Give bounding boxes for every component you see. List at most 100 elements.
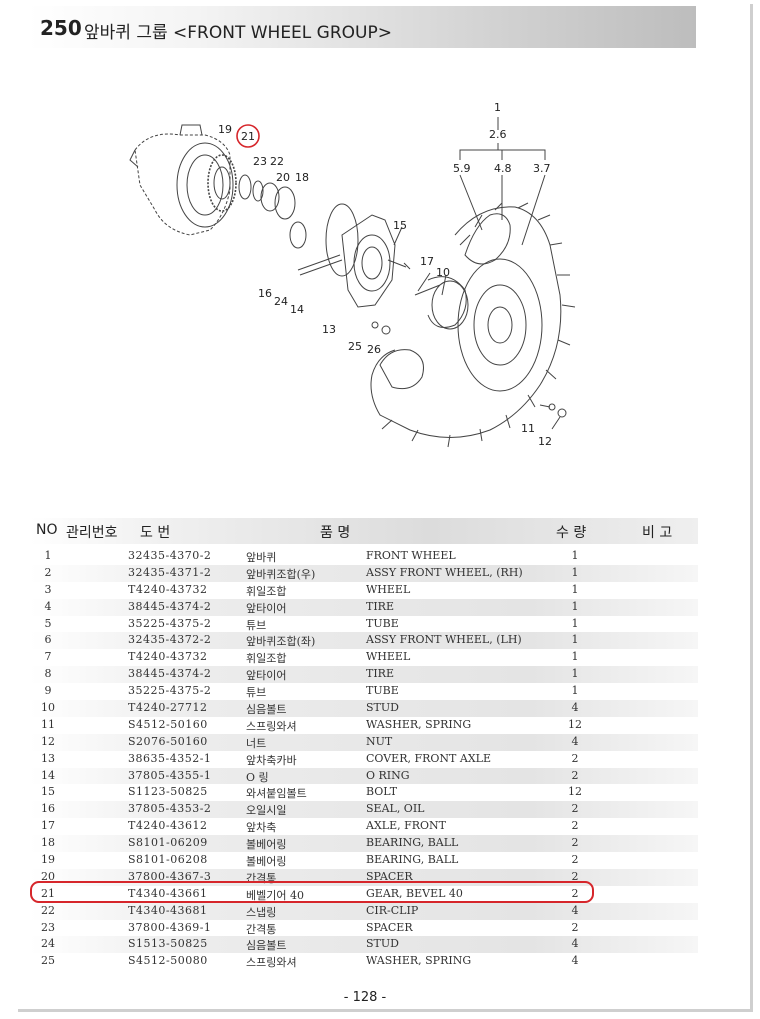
row-no: 1 [44,549,52,562]
part-name-english: TUBE [366,684,399,698]
part-number: S1123-50825 [128,785,208,799]
part-name-english: FRONT WHEEL [366,549,456,562]
diagram-label: 19 [218,123,232,136]
part-number: T4240-43732 [128,582,208,596]
quantity: 4 [571,903,579,917]
part-name-english: BEARING, BALL [366,853,459,867]
page-number: - 128 - [343,990,387,1005]
quantity: 1 [571,684,579,698]
part-name-korean: 튜브 [246,686,267,700]
part-name-korean: 볼베어링 [246,838,287,852]
part-number: T4240-43612 [128,819,208,833]
part-name-korean: 심음볼트 [246,939,287,953]
diagram-label: 21 [241,130,255,143]
part-number: 35225-4375-2 [128,616,212,630]
row-no: 5 [44,616,52,630]
part-number: T4340-43681 [128,903,208,917]
header-name: 품 명 [320,525,351,541]
row-no: 15 [41,785,55,799]
part-name-english: WASHER, SPRING [366,954,472,968]
quantity: 2 [571,869,579,883]
quantity: 12 [568,717,582,731]
row-no: 13 [41,751,55,765]
part-number: S8101-06208 [128,853,208,867]
header-qty: 수 량 [556,525,587,541]
nut-12-drawing [557,408,567,418]
part-number: 35225-4375-2 [128,684,212,698]
part-number: 38445-4374-2 [128,667,212,681]
table-row: 13 38635-4352-1 앞차축카바 COVER, FRONT AXLE 2 [30,751,698,768]
wheel-tire-drawing [370,202,576,448]
part-name-korean: 앞타이어 [246,669,287,683]
part-name-english: TIRE [366,599,394,613]
diagram-label: 16 [258,287,272,300]
diagram-label: 3.7 [533,162,551,175]
bolt-drawing [387,259,411,270]
part-name-korean: 스프링와셔 [246,719,297,733]
o-ring-drawing [325,203,359,277]
quantity: 1 [571,667,579,681]
row-no: 18 [41,836,55,850]
exploded-parts-diagram: 1 2.6 5.9 4.8 3.7 19 21 23 22 20 18 15 1… [129,101,576,448]
part-name-english: STUD [366,701,399,715]
stud-drawing [297,254,343,276]
diagram-label: 26 [367,343,381,356]
quantity: 4 [571,734,579,748]
row-no: 6 [44,633,52,647]
part-name-english: CIR-CLIP [366,903,419,917]
row-no: 19 [41,853,55,867]
part-name-english: WHEEL [366,650,411,664]
quantity: 2 [571,751,579,765]
row-no: 14 [41,768,55,782]
quantity: 2 [571,819,579,833]
part-number: 38635-4352-1 [128,751,212,765]
diagram-label: 4.8 [494,162,512,175]
diagram-label: 24 [274,295,288,308]
quantity: 2 [571,802,579,816]
part-name-english: SPACER [366,920,413,934]
row-no: 12 [41,734,55,748]
diagram-label: 12 [538,435,552,448]
diagram-label: 5.9 [453,162,471,175]
row-no: 9 [44,684,52,698]
diagram-label: 20 [276,171,290,184]
quantity: 4 [571,954,579,968]
diagram-label: 13 [322,323,336,336]
part-number: S2076-50160 [128,734,208,748]
quantity: 1 [571,565,579,579]
row-no: 25 [41,954,55,968]
part-name-english: ASSY FRONT WHEEL, (LH) [366,633,522,647]
part-name-english: GEAR, BEVEL 40 [366,886,463,900]
part-name-english: COVER, FRONT AXLE [366,751,491,765]
quantity: 1 [571,582,579,596]
part-name-korean: 앞차축카바 [246,753,297,767]
group-number: 250 [40,16,82,40]
quantity: 1 [571,599,579,613]
diagram-label: 11 [521,422,535,435]
diagram-label: 14 [290,303,304,316]
part-number: 37800-4367-3 [128,869,212,883]
quantity: 2 [571,886,579,900]
row-no: 20 [41,869,55,883]
header-remark: 비 고 [642,525,673,541]
quantity: 2 [571,836,579,850]
header-mgmt: 관리번호 [66,525,118,541]
spacer-23-drawing [238,174,252,200]
part-name-korean: 심음볼트 [246,703,287,717]
part-name-korean: 앞바퀴 [246,551,277,564]
row-no: 22 [41,903,55,917]
page-title: 앞바퀴 그룹 <FRONT WHEEL GROUP> [84,23,392,43]
part-number: 37805-4355-1 [128,768,212,782]
axle-cover-drawing [341,214,396,308]
part-name-english: O RING [366,768,410,782]
